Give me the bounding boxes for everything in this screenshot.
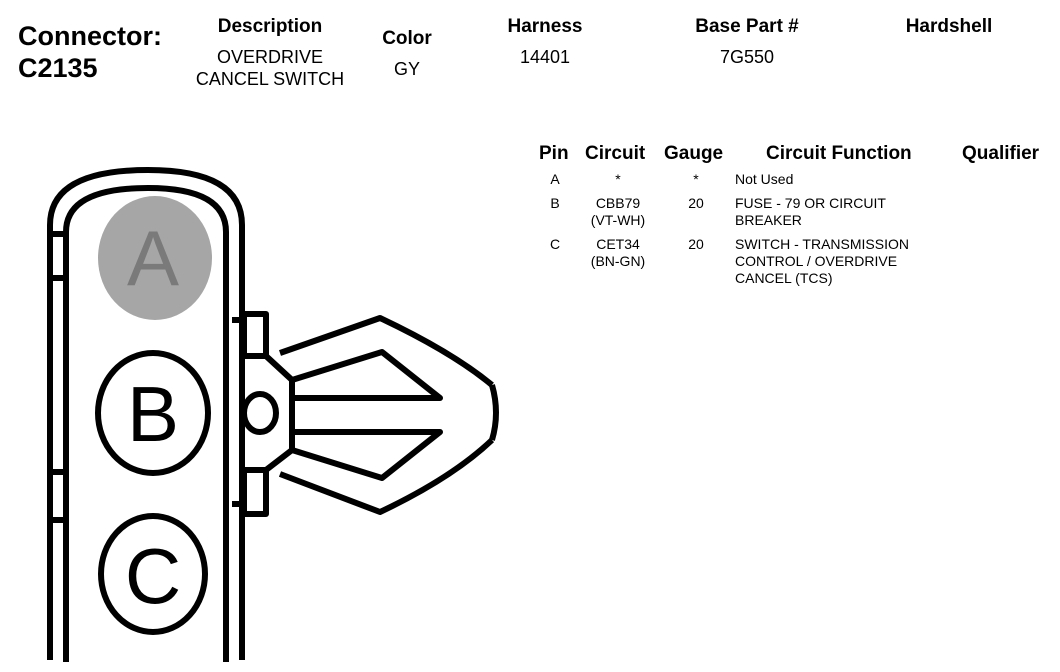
qualifier-column-header: Qualifier (962, 143, 1040, 164)
function-cell: Not Used (735, 171, 793, 188)
pin-b-label: B (127, 370, 179, 458)
circuit-code: CBB79 (595, 195, 641, 211)
connector-label: Connector: (18, 21, 162, 51)
gauge-cell: * (693, 171, 699, 187)
function-cell: FUSE - 79 OR CIRCUIT BREAKER (735, 195, 886, 229)
color-header: Color (382, 28, 432, 49)
function-cell: SWITCH - TRANSMISSION CONTROL / OVERDRIV… (735, 236, 909, 287)
color-value: GY (393, 59, 420, 79)
description-value: OVERDRIVE CANCEL SWITCH (170, 46, 370, 90)
latch-tip (489, 384, 499, 441)
circuit-code: * (615, 171, 621, 187)
connector-id: C2135 (18, 53, 98, 83)
harness-value: 14401 (519, 47, 571, 67)
connector-title: Connector: C2135 (18, 20, 162, 84)
pin-c: C (98, 513, 208, 635)
circuit-column-header: Circuit (585, 143, 646, 164)
function-line: CONTROL / OVERDRIVE (735, 253, 898, 269)
circuit-cell: * (578, 171, 658, 188)
housing-inner (63, 185, 229, 662)
circuit-color: (BN-GN) (590, 253, 646, 269)
housing-outer (47, 167, 245, 660)
latch-finger-upper (279, 315, 494, 388)
pin-c-label: C (125, 532, 181, 620)
base-part-value: 7G550 (719, 47, 775, 67)
function-line: Not Used (735, 171, 794, 187)
function-line: SWITCH - TRANSMISSION (735, 236, 909, 252)
pin-a: A (98, 196, 212, 320)
pin-column-header: Pin (539, 143, 569, 164)
latch-ring (241, 391, 279, 435)
latch-body (263, 353, 295, 473)
description-line-2: CANCEL SWITCH (195, 69, 345, 89)
pin-a-label: A (127, 214, 179, 302)
hardshell-header: Hardshell (905, 16, 993, 37)
description-line-1: OVERDRIVE (216, 47, 324, 67)
circuit-code: CET34 (596, 236, 640, 252)
latch-finger-lower (278, 437, 495, 515)
pin-cell: A (550, 171, 560, 187)
circuit-cell: CET34 (BN-GN) (578, 236, 658, 270)
gauge-cell: 20 (688, 236, 704, 252)
connector-face-diagram: A B C (47, 167, 499, 662)
pin-cell: B (550, 195, 560, 211)
latch-tab-upper (241, 311, 269, 359)
gauge-cell: 20 (688, 195, 704, 211)
pin-b: B (95, 350, 211, 476)
latch-tab-lower (241, 467, 269, 517)
circuit-color: (VT-WH) (590, 212, 646, 228)
function-column-header: Circuit Function (766, 143, 912, 164)
circuit-cell: CBB79 (VT-WH) (578, 195, 658, 229)
function-line: CANCEL (TCS) (735, 270, 833, 286)
description-header: Description (217, 16, 323, 37)
gauge-column-header: Gauge (664, 143, 724, 164)
pin-cell: C (549, 236, 561, 252)
base-part-header: Base Part # (695, 16, 799, 37)
function-line: FUSE - 79 OR CIRCUIT (735, 195, 886, 211)
function-line: BREAKER (735, 212, 802, 228)
harness-header: Harness (507, 16, 583, 37)
